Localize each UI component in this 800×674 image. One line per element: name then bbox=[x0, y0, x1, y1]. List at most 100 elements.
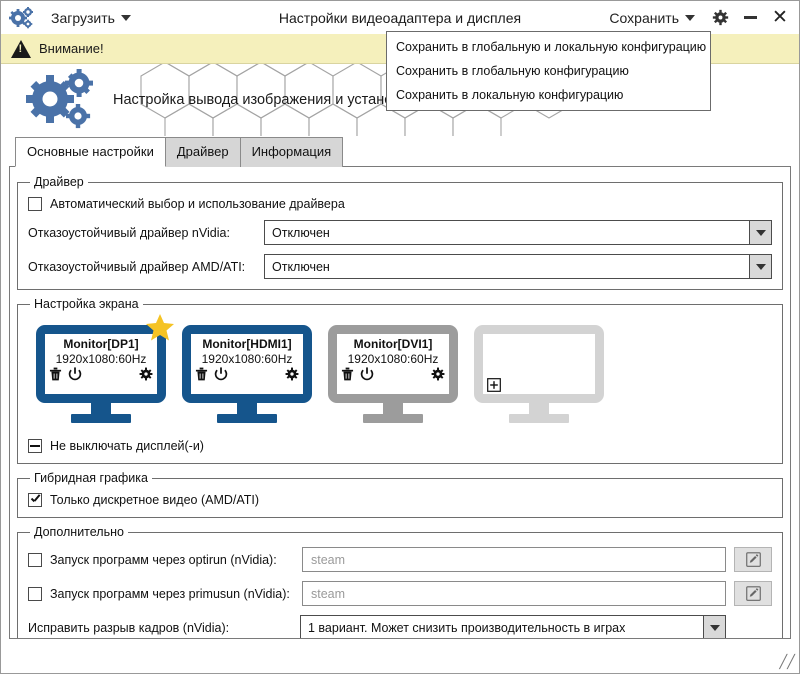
chevron-down-icon bbox=[749, 255, 771, 278]
nvidia-driver-label: Отказоустойчивый драйвер nVidia: bbox=[28, 225, 230, 240]
monitor-screen: Monitor[HDMI1] 1920x1080:60Hz bbox=[182, 325, 312, 403]
menu-item-save-global[interactable]: Сохранить в глобальную конфигурацию bbox=[396, 64, 629, 78]
nvidia-driver-select[interactable]: Отключен bbox=[264, 220, 772, 245]
chevron-down-icon bbox=[703, 616, 725, 638]
tab-driver[interactable]: Драйвер bbox=[165, 137, 241, 167]
save-dropdown-menu: Сохранить в глобальную и локальную конфи… bbox=[386, 31, 711, 111]
gear-icon[interactable] bbox=[431, 367, 445, 381]
menu-item-save-global-local[interactable]: Сохранить в глобальную и локальную конфи… bbox=[396, 40, 707, 54]
amd-driver-select[interactable]: Отключен bbox=[264, 254, 772, 279]
monitor-resolution: 1920x1080:60Hz bbox=[55, 352, 147, 366]
close-icon: ✕ bbox=[772, 6, 788, 28]
driver-group: Драйвер Автоматический выбор и использов… bbox=[17, 175, 783, 290]
tab-content-panel: Драйвер Автоматический выбор и использов… bbox=[9, 166, 791, 639]
gear-icon[interactable] bbox=[285, 367, 299, 381]
monitor-card-hdmi1[interactable]: Monitor[HDMI1] 1920x1080:60Hz bbox=[182, 325, 312, 423]
tearfix-select[interactable]: 1 вариант. Может снизить производительно… bbox=[300, 615, 726, 638]
monitor-actions bbox=[45, 367, 157, 381]
resize-grip-icon[interactable]: ╱╱ bbox=[779, 654, 795, 669]
trash-icon[interactable] bbox=[195, 367, 208, 381]
hybrid-graphics-group: Гибридная графика Только дискретное виде… bbox=[17, 471, 783, 518]
monitor-resolution: 1920x1080:60Hz bbox=[201, 352, 293, 366]
monitor-name: Monitor[HDMI1] bbox=[202, 337, 292, 351]
tab-bar: Основные настройки Драйвер Информация bbox=[1, 136, 799, 167]
tearfix-value: 1 вариант. Может снизить производительно… bbox=[308, 620, 626, 635]
optirun-input[interactable]: steam bbox=[302, 547, 726, 572]
discrete-video-label: Только дискретное видео (AMD/ATI) bbox=[50, 493, 260, 507]
optirun-placeholder: steam bbox=[311, 552, 346, 567]
screen-group-legend: Настройка экрана bbox=[34, 297, 139, 311]
pencil-square-icon bbox=[745, 552, 761, 567]
gear-icon bbox=[712, 9, 728, 26]
tearfix-row: Исправить разрыв кадров (nVidia): 1 вари… bbox=[28, 615, 772, 638]
title-bar: Загрузить Настройки видеоадаптера и дисп… bbox=[1, 1, 799, 34]
settings-gear-button[interactable] bbox=[707, 5, 733, 31]
minimize-button[interactable] bbox=[737, 5, 763, 31]
banner-gears-icon bbox=[23, 69, 103, 131]
monitor-stand bbox=[383, 403, 403, 414]
app-gears-icon bbox=[9, 6, 35, 29]
keep-display-on-row: Не выключать дисплей(-и) bbox=[28, 439, 772, 453]
auto-driver-label: Автоматический выбор и использование дра… bbox=[50, 197, 345, 211]
keep-display-on-label: Не выключать дисплей(-и) bbox=[50, 439, 204, 453]
primary-star-icon bbox=[146, 314, 174, 341]
monitor-base bbox=[217, 414, 277, 423]
titlebar-controls: Сохранить bbox=[601, 5, 793, 31]
extra-group: Дополнительно Запуск программ через opti… bbox=[17, 525, 783, 638]
primusrun-edit-button[interactable] bbox=[734, 581, 772, 606]
primusrun-checkbox[interactable] bbox=[28, 586, 42, 601]
pencil-square-icon bbox=[745, 586, 761, 601]
monitor-card-add[interactable] bbox=[474, 325, 604, 423]
trash-icon[interactable] bbox=[341, 367, 354, 381]
primusrun-row: Запуск программ через primusun (nVidia):… bbox=[28, 581, 772, 606]
load-menu-label: Загрузить bbox=[51, 9, 115, 26]
menu-item-save-local[interactable]: Сохранить в локальную конфигурацию bbox=[396, 88, 624, 102]
power-icon[interactable] bbox=[68, 367, 82, 381]
warning-triangle-icon bbox=[11, 39, 31, 58]
optirun-row: Запуск программ через optirun (nVidia): … bbox=[28, 547, 772, 572]
discrete-video-checkbox[interactable] bbox=[28, 493, 42, 507]
close-button[interactable]: ✕ bbox=[767, 5, 793, 31]
trash-icon[interactable] bbox=[49, 367, 62, 381]
optirun-edit-button[interactable] bbox=[734, 547, 772, 572]
driver-group-legend: Драйвер bbox=[34, 175, 84, 189]
monitor-resolution: 1920x1080:60Hz bbox=[347, 352, 439, 366]
chevron-down-icon bbox=[120, 14, 131, 21]
monitor-screen: Monitor[DP1] 1920x1080:60Hz bbox=[36, 325, 166, 403]
extra-group-legend: Дополнительно bbox=[34, 525, 124, 539]
keep-display-on-checkbox[interactable] bbox=[28, 439, 42, 453]
load-menu-button[interactable]: Загрузить bbox=[43, 7, 139, 29]
monitor-card-dp1[interactable]: Monitor[DP1] 1920x1080:60Hz bbox=[36, 314, 174, 423]
chevron-down-icon bbox=[685, 14, 695, 21]
gear-icon[interactable] bbox=[139, 367, 153, 381]
optirun-label: Запуск программ через optirun (nVidia): bbox=[50, 552, 277, 567]
primusrun-input[interactable]: steam bbox=[302, 581, 726, 606]
power-icon[interactable] bbox=[360, 367, 374, 381]
chevron-down-icon bbox=[749, 221, 771, 244]
optirun-checkbox[interactable] bbox=[28, 552, 42, 567]
monitor-base bbox=[71, 414, 131, 423]
primusrun-label: Запуск программ через primusun (nVidia): bbox=[50, 586, 290, 601]
tab-main-settings[interactable]: Основные настройки bbox=[15, 137, 166, 167]
save-menu-button[interactable]: Сохранить bbox=[601, 7, 703, 29]
auto-driver-checkbox[interactable] bbox=[28, 197, 42, 211]
monitor-screen: Monitor[DVI1] 1920x1080:60Hz bbox=[328, 325, 458, 403]
amd-driver-value: Отключен bbox=[272, 259, 330, 274]
nvidia-driver-value: Отключен bbox=[272, 225, 330, 240]
power-icon[interactable] bbox=[214, 367, 228, 381]
monitor-base bbox=[363, 414, 423, 423]
monitor-stand bbox=[237, 403, 257, 414]
warning-text: Внимание! bbox=[39, 41, 104, 56]
nvidia-driver-row: Отказоустойчивый драйвер nVidia: Отключе… bbox=[28, 220, 772, 245]
monitor-actions bbox=[337, 367, 449, 381]
tab-information[interactable]: Информация bbox=[240, 137, 344, 167]
plus-box-icon[interactable] bbox=[487, 378, 501, 392]
monitor-card-dvi1[interactable]: Monitor[DVI1] 1920x1080:60Hz bbox=[328, 325, 458, 423]
monitor-name: Monitor[DVI1] bbox=[353, 337, 433, 351]
hybrid-graphics-legend: Гибридная графика bbox=[34, 471, 148, 485]
tearfix-label: Исправить разрыв кадров (nVidia): bbox=[28, 620, 230, 635]
monitor-stand bbox=[91, 403, 111, 414]
status-bar: ╱╱ bbox=[1, 639, 799, 673]
minimize-icon bbox=[743, 16, 757, 19]
